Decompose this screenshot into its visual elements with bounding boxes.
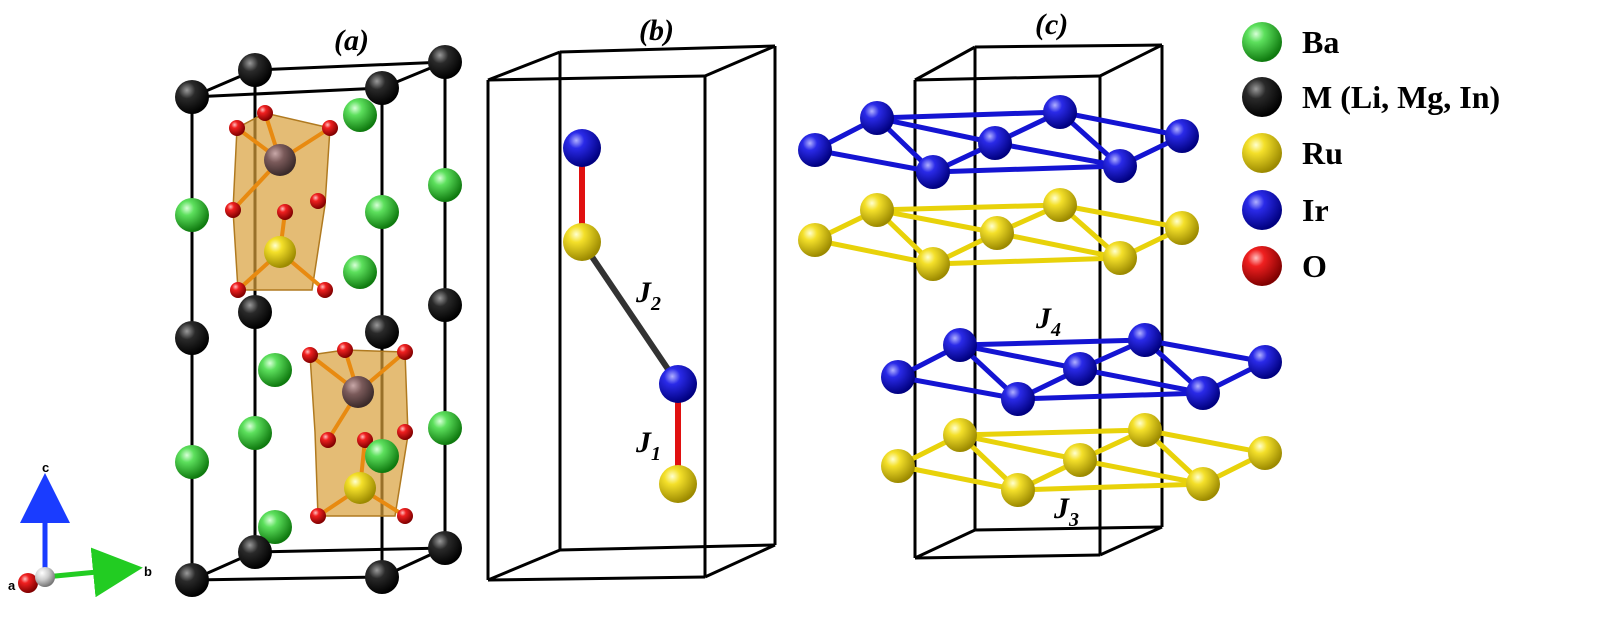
atom-ir <box>563 129 601 167</box>
panel-c-cell <box>913 43 1164 560</box>
panel-a: (a) <box>175 24 462 597</box>
legend-item-ir: Ir <box>1242 190 1329 230</box>
legend-item-ba: Ba <box>1242 22 1339 62</box>
atom-ru-octahedral <box>264 236 296 268</box>
ru-layer-top <box>798 188 1199 281</box>
legend-label-ru: Ru <box>1302 135 1343 171</box>
panel-a-octahedra <box>231 112 409 518</box>
axis-origin-marker <box>35 567 55 587</box>
coupling-j1-label: J1 <box>635 426 661 465</box>
ir-layer-top <box>798 95 1199 189</box>
axis-b-label: b <box>144 564 152 579</box>
panel-c-label: (c) <box>1035 8 1068 41</box>
axis-a-label: a <box>8 578 16 593</box>
legend: Ba M (Li, Mg, In) Ru Ir O <box>1242 22 1500 286</box>
atom-ir <box>659 365 697 403</box>
panel-a-oxygen-atoms <box>225 105 413 524</box>
atom-ru-octahedral <box>344 472 376 504</box>
panel-a-label: (a) <box>334 24 369 57</box>
axis-c-label: c <box>42 460 49 475</box>
legend-label-ir: Ir <box>1302 192 1329 228</box>
ir-swatch <box>1242 190 1282 230</box>
legend-item-m: M (Li, Mg, In) <box>1242 77 1500 117</box>
ru-swatch <box>1242 133 1282 173</box>
panel-b: (b) J2 J1 <box>486 14 777 582</box>
coupling-j2-label: J2 <box>635 276 661 315</box>
coupling-j4-label: J4 <box>1035 302 1061 341</box>
panel-a-ba-atoms <box>175 98 462 544</box>
atom-ru <box>659 465 697 503</box>
coupling-j3-label: J3 <box>1053 492 1079 531</box>
atom-ir-octahedral <box>264 144 296 176</box>
ir-layer-bottom <box>881 323 1282 416</box>
legend-item-o: O <box>1242 246 1327 286</box>
legend-label-ba: Ba <box>1302 24 1339 60</box>
m-swatch <box>1242 77 1282 117</box>
panel-a-m-atoms <box>175 45 462 597</box>
legend-item-ru: Ru <box>1242 133 1343 173</box>
ba-swatch <box>1242 22 1282 62</box>
axis-a-marker <box>18 573 38 593</box>
panel-c: (c) <box>798 8 1282 560</box>
bond-j2 <box>579 240 681 386</box>
panel-b-label: (b) <box>639 14 674 47</box>
legend-label-o: O <box>1302 248 1327 284</box>
atom-ru <box>563 223 601 261</box>
ru-layer-bottom <box>881 413 1282 507</box>
panel-b-cell <box>486 44 777 582</box>
atom-ir-octahedral <box>342 376 374 408</box>
axes-indicator: c b a <box>8 460 152 598</box>
legend-label-m: M (Li, Mg, In) <box>1302 79 1500 115</box>
o-swatch <box>1242 246 1282 286</box>
